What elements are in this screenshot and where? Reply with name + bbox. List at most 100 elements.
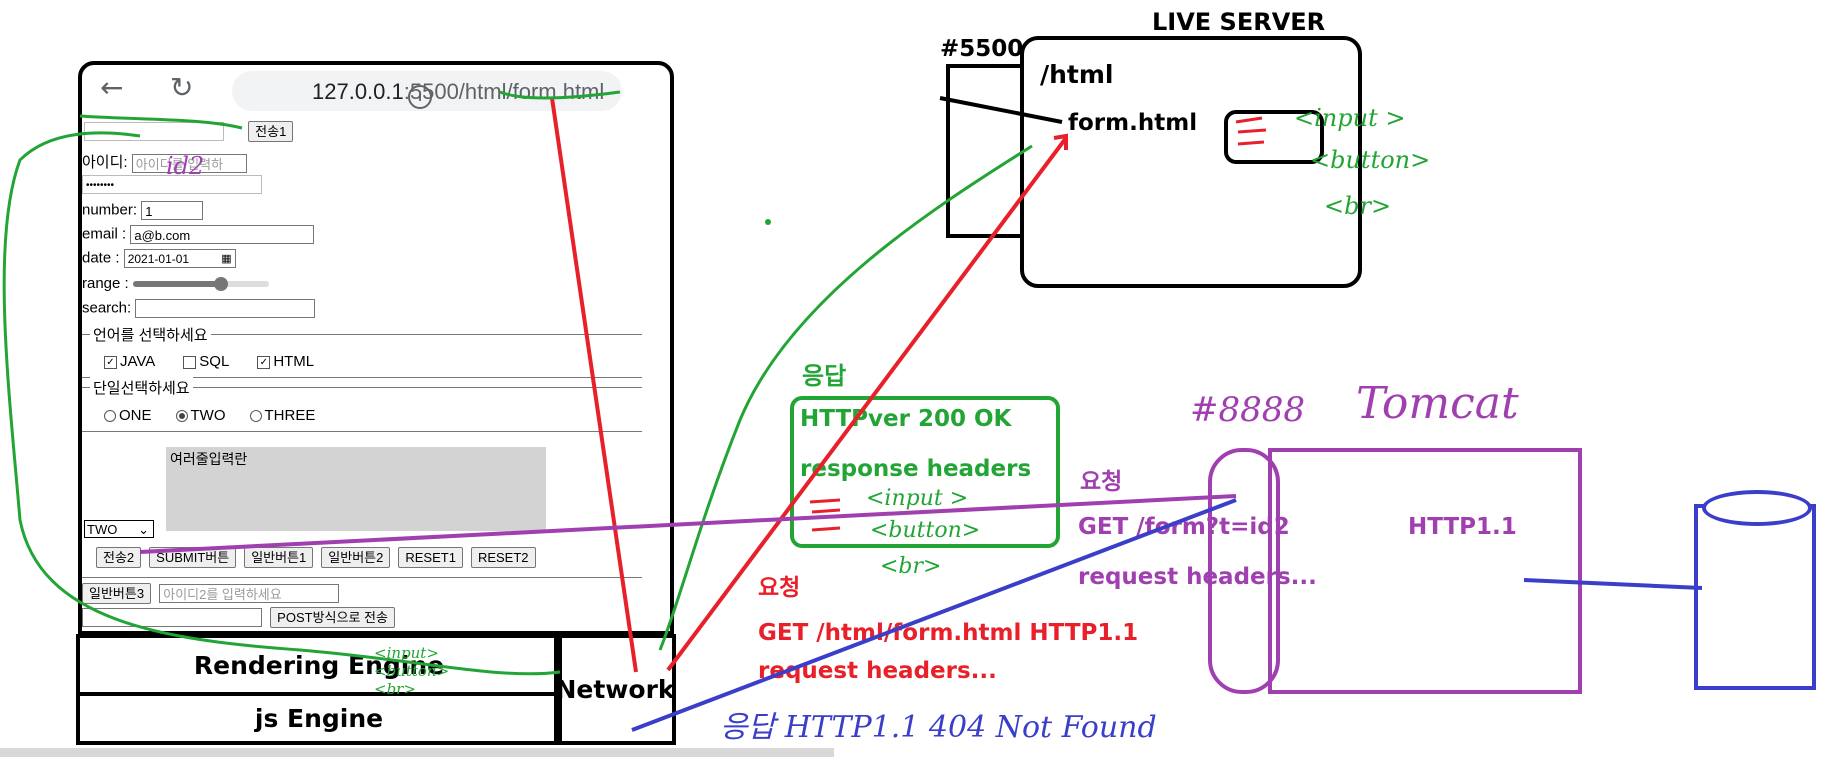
tomcat-response-line bbox=[631, 498, 1237, 732]
form-button[interactable]: 전송2 bbox=[96, 547, 142, 568]
fieldset-border bbox=[82, 334, 642, 335]
date-value: 2021-01-01 bbox=[127, 252, 190, 266]
resp-tag-br: <br> bbox=[880, 554, 942, 579]
checkbox-icon[interactable]: ✓ bbox=[257, 355, 271, 369]
checkbox-icon[interactable]: ✓ bbox=[104, 355, 117, 369]
response-curve bbox=[658, 144, 1033, 651]
calendar-icon[interactable]: ▦ bbox=[221, 253, 232, 265]
lang-option[interactable]: ✓HTML bbox=[257, 353, 314, 370]
url-host: 127.0.0.1 bbox=[312, 79, 404, 104]
tomcat-protocol: HTTP1.1 bbox=[1408, 514, 1517, 540]
green-dot bbox=[765, 219, 771, 225]
lang-option-label: SQL bbox=[199, 353, 230, 370]
back-arrow-icon[interactable]: ← bbox=[100, 71, 124, 104]
range-thumb[interactable] bbox=[214, 277, 229, 292]
js-engine-box: js Engine bbox=[76, 692, 562, 745]
single-options: ONE TWO THREE bbox=[104, 407, 339, 424]
date-label: date : bbox=[82, 249, 120, 267]
id2-scribble: id2 bbox=[166, 152, 205, 180]
post-button[interactable]: POST방식으로 전송 bbox=[270, 607, 395, 628]
single-option-label: THREE bbox=[264, 407, 316, 424]
response-404: 응답 HTTP1.1 404 Not Found bbox=[720, 710, 1157, 745]
network-label: Network bbox=[555, 675, 675, 704]
lang-option[interactable]: ✓JAVA bbox=[104, 353, 155, 370]
engine-tags-scribble: <input><button><br> bbox=[374, 644, 450, 698]
fieldset-border bbox=[82, 377, 642, 378]
lang-option-label: JAVA bbox=[120, 353, 156, 370]
tomcat-box bbox=[1268, 448, 1582, 694]
multiline-textarea[interactable]: 여러줄입력란 bbox=[166, 447, 546, 531]
id2-input[interactable]: 아이디2를 입력하세요 bbox=[159, 584, 340, 603]
live-server-port: #5500 bbox=[940, 36, 1024, 62]
resp-tag-button: <button> bbox=[870, 518, 981, 543]
single-legend: 단일선택하세요 bbox=[90, 377, 193, 398]
request1-headers: request headers... bbox=[758, 658, 997, 684]
lang-option[interactable]: SQL bbox=[183, 353, 229, 370]
radio-icon[interactable] bbox=[249, 410, 262, 423]
url-underline bbox=[499, 90, 621, 100]
divider bbox=[82, 577, 642, 578]
text-input-1[interactable] bbox=[84, 122, 224, 141]
lang-option-label: HTML bbox=[273, 353, 315, 370]
form-button[interactable]: RESET2 bbox=[470, 547, 536, 568]
form-to-tomcat-line bbox=[139, 494, 1237, 554]
database-cylinder-top bbox=[1702, 490, 1812, 526]
range-label: range : bbox=[82, 275, 129, 292]
select-dropdown[interactable]: TWO⌄ bbox=[84, 520, 154, 538]
url-text[interactable]: 127.0.0.1:5500/html/form.html bbox=[312, 79, 604, 105]
tomcat-name: Tomcat bbox=[1356, 378, 1519, 429]
network-box: Network bbox=[554, 634, 676, 745]
response-status: HTTPver 200 OK bbox=[800, 406, 1012, 432]
ls-tag-br: <br> bbox=[1324, 192, 1392, 220]
form-button[interactable]: RESET1 bbox=[398, 547, 463, 568]
select-value: TWO bbox=[87, 522, 118, 537]
url-to-network-line bbox=[550, 97, 638, 673]
request2-heading: 요청 bbox=[1080, 469, 1123, 495]
fieldset-border bbox=[82, 387, 642, 388]
tomcat-cylinder-front bbox=[1208, 448, 1280, 694]
url-path: :5500/html/form.html bbox=[403, 79, 605, 104]
request1-line: GET /html/form.html HTTP1.1 bbox=[758, 620, 1139, 646]
date-input[interactable]: 2021-01-01 ▦ bbox=[123, 249, 236, 268]
request-arrowhead bbox=[1053, 133, 1068, 150]
form-button[interactable]: 일반버튼1 bbox=[244, 547, 314, 568]
port-pointer-line bbox=[939, 96, 1063, 124]
single-option[interactable]: TWO bbox=[175, 407, 226, 424]
general3-button[interactable]: 일반버튼3 bbox=[82, 583, 152, 604]
address-bar[interactable]: i bbox=[232, 71, 622, 111]
resp-tag-input: <input > bbox=[866, 486, 969, 511]
reload-icon[interactable]: ↻ bbox=[170, 71, 194, 104]
radio-icon[interactable] bbox=[175, 410, 188, 423]
form-html-file: form.html bbox=[1068, 110, 1198, 136]
fieldset-border bbox=[82, 431, 642, 432]
response-heading: 응답 bbox=[802, 362, 847, 390]
submit1-button[interactable]: 전송1 bbox=[248, 121, 294, 142]
password-input[interactable]: •••••••• bbox=[82, 175, 262, 194]
request1-heading: 요청 bbox=[758, 575, 801, 601]
js-engine-label: js Engine bbox=[254, 704, 384, 733]
scrollbar-bar bbox=[0, 748, 834, 757]
ls-tag-input: <input > bbox=[1294, 104, 1406, 132]
email-input[interactable]: a@b.com bbox=[130, 225, 315, 244]
id-input[interactable]: 아이디를 입력하 bbox=[131, 153, 247, 173]
resp-tag-scribble bbox=[809, 498, 841, 532]
info-icon[interactable]: i bbox=[408, 85, 432, 109]
single-option[interactable]: ONE bbox=[104, 407, 152, 424]
single-option[interactable]: THREE bbox=[249, 407, 316, 424]
search-input[interactable] bbox=[135, 299, 316, 318]
form-button[interactable]: 일반버튼2 bbox=[321, 547, 391, 568]
tomcat-to-db-line bbox=[1523, 578, 1703, 590]
input-highlight bbox=[79, 114, 243, 130]
response-box bbox=[790, 396, 1060, 548]
number-input[interactable]: 1 bbox=[141, 201, 204, 220]
tomcat-port: #8888 bbox=[1190, 390, 1306, 430]
rendering-engine-label: Rendering Engine bbox=[193, 650, 445, 680]
radio-icon[interactable] bbox=[104, 410, 116, 423]
range-slider[interactable] bbox=[132, 277, 269, 292]
checkbox-icon[interactable] bbox=[183, 355, 197, 369]
ls-tag-button: <button> bbox=[1310, 146, 1431, 174]
render-loop-curve bbox=[2, 131, 561, 676]
